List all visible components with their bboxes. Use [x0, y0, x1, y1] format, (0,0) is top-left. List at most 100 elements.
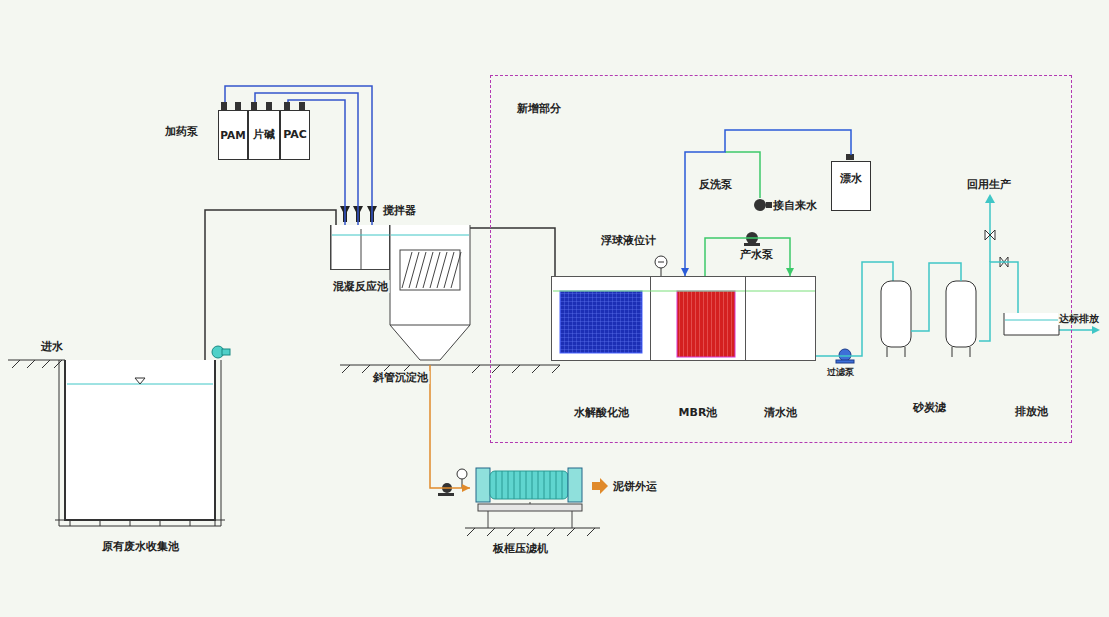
path-shape: [135, 378, 145, 384]
pipe-line: [205, 210, 336, 360]
annotation-label: 泥饼外运: [612, 480, 658, 493]
discharge-tank: 排放池: [1004, 313, 1059, 335]
rect-shape: [221, 102, 227, 110]
rect-shape: [846, 154, 854, 160]
pipe-connector: [470, 228, 555, 276]
path-shape: [1092, 326, 1100, 334]
node-label: PAM: [220, 129, 245, 142]
path-shape: [488, 502, 572, 528]
annotation-label: 进水: [40, 340, 64, 353]
tank-box: PAC: [280, 110, 310, 160]
sludge-pump: [438, 483, 454, 496]
arrow-head: [681, 268, 689, 276]
node-label: MBR池: [677, 406, 720, 419]
valve-symbol: [985, 230, 995, 240]
rect-shape: [235, 102, 241, 110]
annotation-label: 回用生产: [966, 178, 1012, 191]
bleach-tank: 漂水: [831, 161, 871, 211]
press-stand: [478, 502, 582, 528]
path-shape: [391, 235, 469, 236]
collection-tank: 原有废水收集池: [65, 360, 215, 520]
circle-shape: [457, 469, 467, 479]
hydrolysis-tank: 水解酸化池: [551, 276, 651, 361]
path-shape: [989, 200, 991, 262]
rect-shape: [478, 504, 582, 511]
node-outline: [470, 468, 590, 502]
pipe-line: [685, 130, 851, 276]
annotation-label: 达标排放: [1058, 313, 1100, 325]
node-label: 砂炭滤: [911, 401, 948, 414]
inlet-pump: [212, 346, 230, 358]
path-shape: [402, 252, 461, 288]
node-outline: [331, 225, 391, 270]
path-shape: [746, 291, 815, 292]
path-shape: [59, 360, 221, 526]
circle-shape: [839, 349, 851, 361]
circle-shape: [754, 199, 766, 211]
pipe-connector: [205, 210, 336, 360]
rect-shape: [438, 493, 454, 496]
node-label: 新增部分: [517, 102, 561, 115]
node-label: 水解酸化池: [572, 406, 631, 419]
pipe-line: [705, 238, 790, 276]
node-outline: [1004, 313, 1059, 335]
node-label: 原有废水收集池: [100, 540, 181, 553]
ground-hatch: [8, 360, 600, 536]
node-outline: [651, 277, 746, 362]
path-shape: [465, 528, 600, 536]
reaction-tank: 混凝反应池: [330, 225, 390, 270]
mbr-tank: MBR池: [651, 276, 746, 361]
node-outline: [552, 277, 652, 362]
pipe-line: [225, 86, 372, 225]
rect-shape: [881, 281, 911, 347]
pipe-connector: [225, 86, 372, 225]
rect-shape: [251, 102, 257, 110]
rect-shape: [568, 468, 582, 502]
path-shape: [911, 263, 961, 331]
path-shape: [1005, 320, 1058, 321]
annotation-label: 接自来水: [772, 199, 818, 212]
rect-shape: [946, 281, 976, 347]
path-shape: [390, 225, 470, 360]
path-shape: [651, 291, 745, 292]
node-outline: [65, 360, 215, 520]
circle-shape: [655, 256, 667, 268]
rect-shape: [836, 360, 854, 363]
pipe-connector: [705, 238, 794, 276]
rect-shape: [744, 243, 760, 246]
annotation-label: 加药泵: [164, 125, 199, 138]
node-outline: [879, 281, 979, 361]
arrow-head: [786, 268, 794, 276]
annotation-label: 搅拌器: [382, 204, 417, 217]
rect-shape: [677, 291, 735, 357]
path-shape: [390, 325, 470, 326]
path-shape: [8, 360, 65, 368]
rect-shape: [222, 349, 230, 355]
node-label: 斜管沉淀池: [371, 371, 430, 384]
filter-press: 板框压滤机: [470, 468, 590, 502]
rect-shape: [560, 291, 642, 353]
annotation-label: 过滤泵: [826, 367, 855, 378]
path-shape: [332, 235, 390, 236]
tank-box: PAM: [218, 110, 248, 160]
pipe-line: [430, 365, 470, 488]
node-label: 排放池: [1013, 405, 1050, 418]
node-label: 板框压滤机: [491, 542, 550, 555]
rect-shape: [266, 102, 272, 110]
annotation-label: 产水泵: [739, 248, 774, 261]
path-shape: [553, 291, 651, 292]
clear-water-tank: 清水池: [746, 276, 816, 361]
settling-tank: 斜管沉淀池: [390, 225, 470, 365]
path-shape: [1058, 329, 1094, 331]
rect-shape: [490, 471, 568, 499]
bleach-tank-cap: [846, 154, 854, 160]
product-pump: [744, 232, 760, 246]
path-shape: [331, 225, 391, 270]
node-outline: [746, 277, 816, 362]
reuse-line: [989, 200, 991, 262]
rect-shape: [284, 102, 290, 110]
dosing-pump-heads: [221, 102, 305, 110]
node-label: 漂水: [840, 172, 862, 185]
annotation-label: 反洗泵: [698, 178, 733, 191]
annotation-label: 浮球液位计: [600, 234, 657, 247]
